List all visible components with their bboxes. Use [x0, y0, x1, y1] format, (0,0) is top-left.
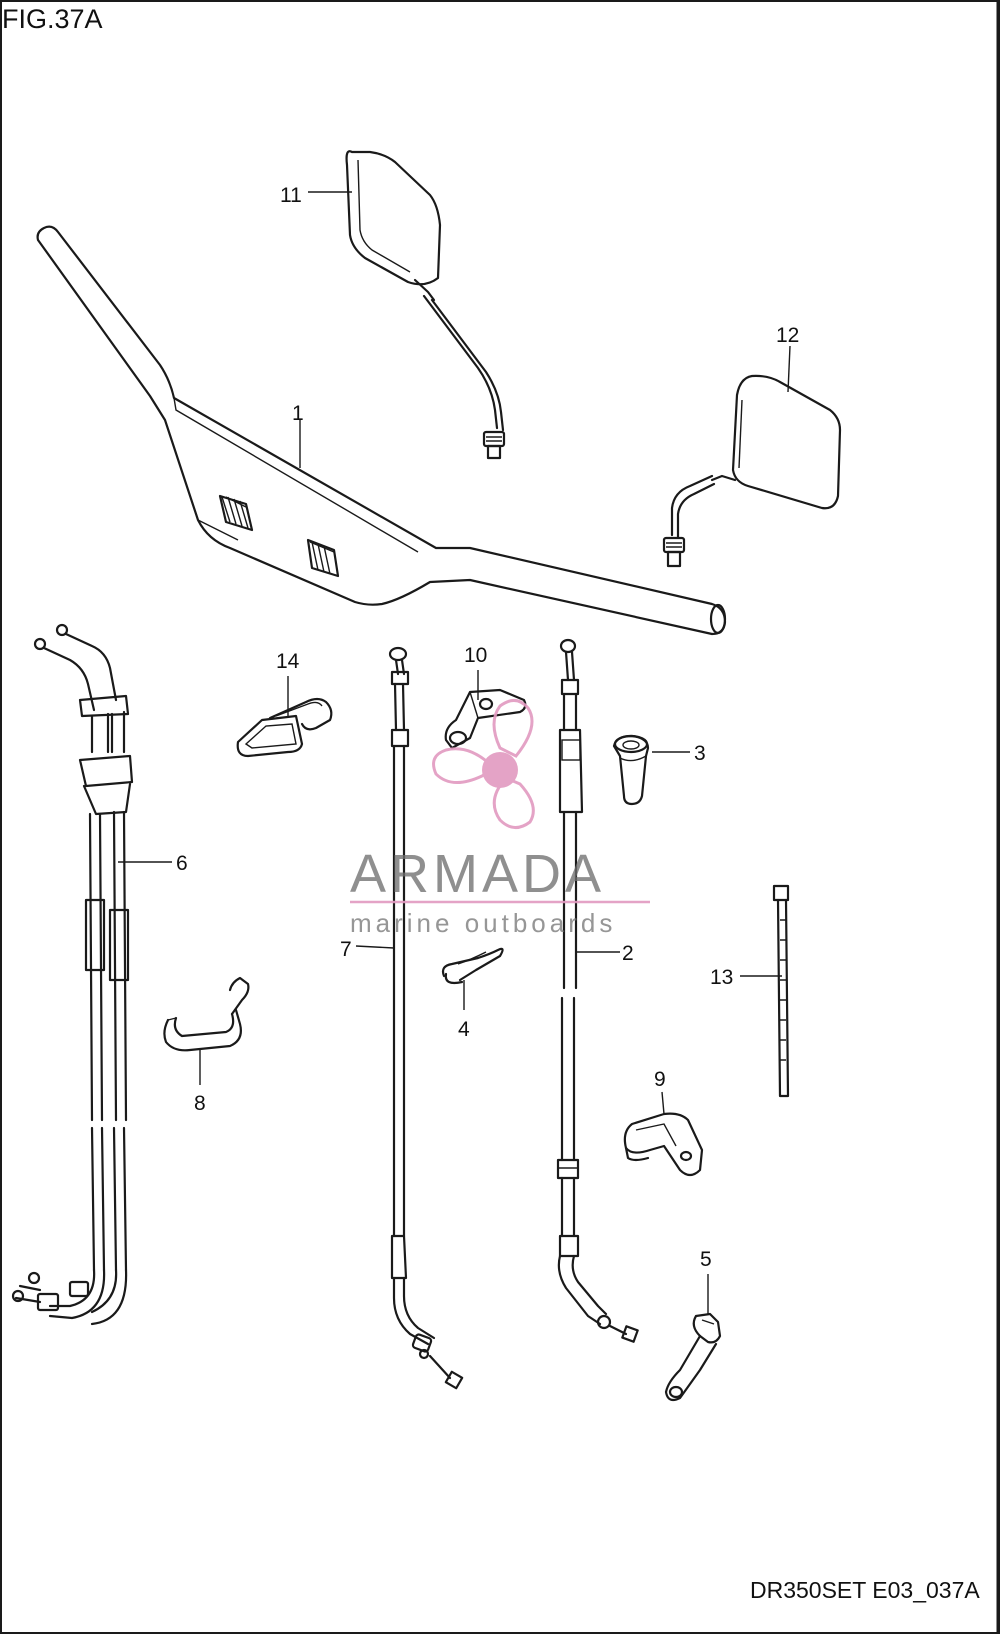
callouts: 11 1 12 3 14 10 6 8 7 2 4 13 9 5: [176, 184, 799, 1271]
part-10-bracket[interactable]: [444, 688, 527, 750]
figure-title: FIG.37A: [2, 4, 103, 34]
callout-14: 14: [276, 650, 300, 673]
callout-8: 8: [194, 1092, 206, 1115]
part-13-cable-tie[interactable]: [772, 884, 790, 1098]
callout-10: 10: [464, 644, 487, 667]
callout-6: 6: [176, 852, 188, 875]
callout-9: 9: [654, 1068, 666, 1091]
watermark-brand: ARMADA: [350, 844, 605, 904]
watermark-logo: ARMADA marine outboards: [350, 699, 650, 938]
part-2-clutch-cable[interactable]: [556, 638, 639, 1343]
callout-11: 11: [280, 184, 302, 207]
callout-2: 2: [622, 942, 634, 965]
callout-4: 4: [458, 1018, 470, 1041]
part-7-cable[interactable]: [388, 646, 464, 1390]
part-3-grip-sleeve[interactable]: [612, 734, 650, 806]
part-9-holder[interactable]: [623, 1112, 704, 1177]
part-14-wire-clamp[interactable]: [236, 697, 333, 758]
part-11-left-mirror[interactable]: [345, 150, 506, 460]
part-12-right-mirror[interactable]: [662, 374, 842, 568]
callout-12: 12: [776, 324, 799, 347]
callout-5: 5: [700, 1248, 712, 1271]
callout-3: 3: [694, 742, 706, 765]
callout-1: 1: [292, 402, 304, 425]
knurl-left: [218, 494, 254, 532]
knurl-right: [306, 538, 340, 578]
leader-lines: [118, 191, 791, 1314]
part-8-cable-guide[interactable]: [163, 976, 250, 1052]
propeller-icon: [432, 699, 535, 829]
callout-7: 7: [340, 938, 352, 961]
figure-code: DR350SET E03_037A: [750, 1577, 980, 1603]
part-4-clip[interactable]: [441, 947, 504, 985]
callout-13: 13: [710, 966, 733, 989]
part-1-handlebar[interactable]: [36, 225, 727, 636]
part-5-arm[interactable]: [664, 1312, 722, 1402]
watermark-tagline: marine outboards: [350, 908, 616, 938]
part-6-throttle-cable[interactable]: [11, 623, 134, 1326]
